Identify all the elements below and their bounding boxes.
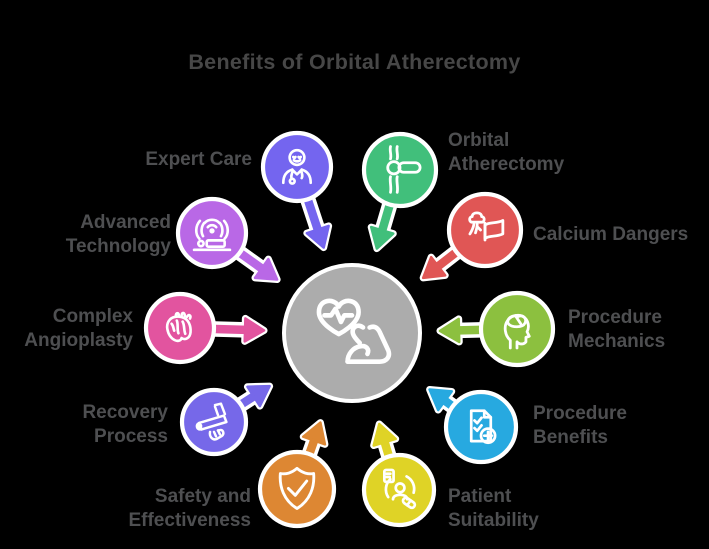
arrow-recovery-process <box>233 382 274 412</box>
arrow-calcium-dangers <box>419 244 464 282</box>
patient-profile-icon <box>382 468 417 510</box>
head-brain-icon <box>503 314 531 350</box>
arrow-orbital-atherectomy <box>367 197 398 253</box>
node-circle-procedure-mechanics <box>478 290 556 368</box>
hands-wifi-icon <box>192 218 232 252</box>
page-title: Benefits of Orbital Atherectomy <box>188 50 521 74</box>
arrow-expert-care <box>300 192 333 252</box>
arrow-complex-angioplasty <box>207 314 268 345</box>
node-circle-patient-suitability <box>361 452 437 528</box>
node-circle-recovery-process <box>179 387 249 457</box>
calcified-valve-icon <box>468 211 505 242</box>
arrow-safety-effectiveness <box>299 419 329 461</box>
node-circle-complex-angioplasty <box>143 291 217 365</box>
bandaged-limb-icon <box>195 402 228 441</box>
arrow-advanced-technology <box>232 245 281 284</box>
heart-strength-icon <box>316 298 392 364</box>
doctor-icon <box>281 148 313 185</box>
shield-check-icon <box>278 466 316 510</box>
artery-device-icon <box>386 145 422 194</box>
arrow-procedure-mechanics <box>436 315 488 346</box>
arrow-patient-suitability <box>370 420 400 464</box>
anatomical-heart-icon <box>165 311 192 343</box>
node-circle-expert-care <box>260 130 334 204</box>
checklist-plus-icon <box>469 409 497 445</box>
node-circle-safety-effectiveness <box>257 449 337 529</box>
arrow-procedure-benefits <box>426 386 460 414</box>
